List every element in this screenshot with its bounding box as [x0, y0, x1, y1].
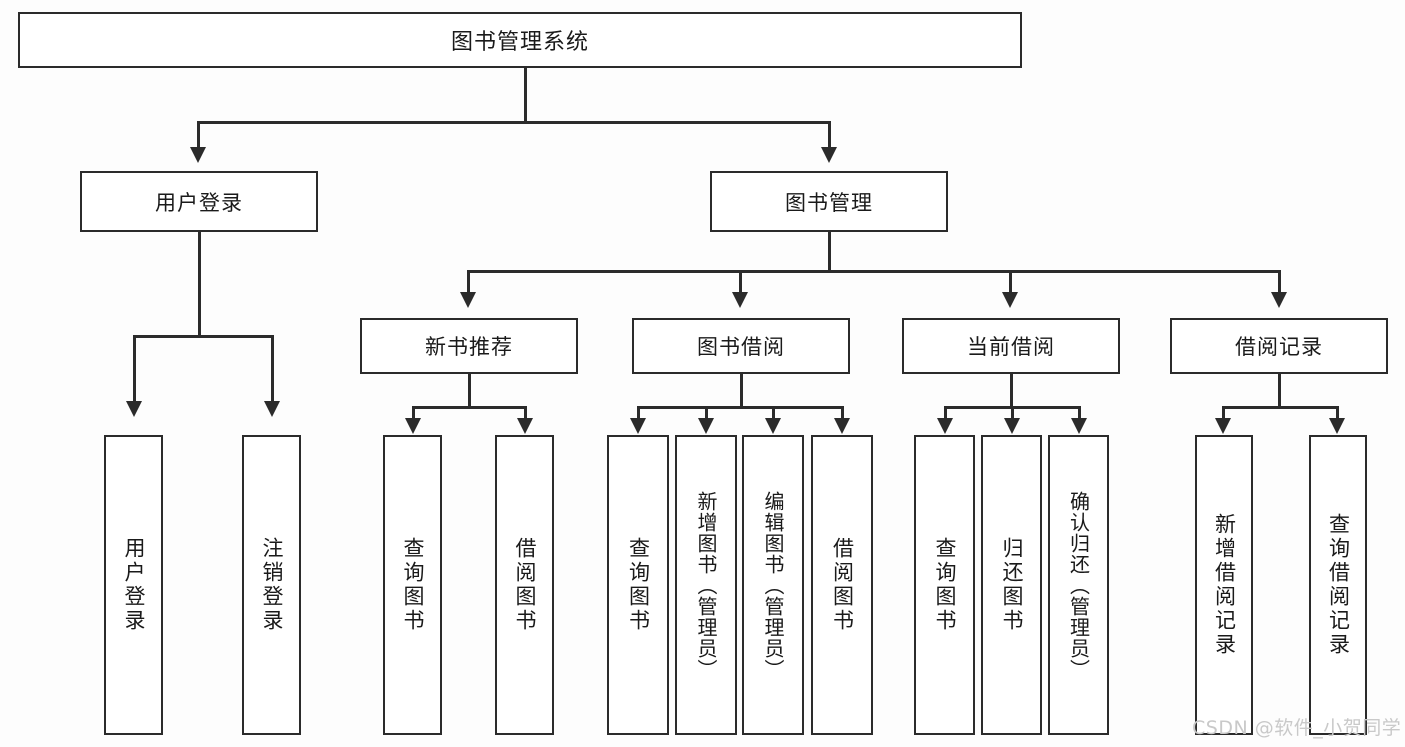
- node-label: 借阅记录: [1235, 335, 1323, 359]
- connector-borrowrecord-stem: [1278, 374, 1281, 408]
- node-label: 图书管理: [785, 190, 873, 215]
- arrow-currentborrow-to-leaf-2: [1004, 418, 1020, 434]
- connector-currentborrow-to-leaf-1: [944, 406, 947, 420]
- leaf-book-borrow-4[interactable]: 借阅图书: [811, 435, 873, 735]
- connector-newbook-stem: [468, 374, 471, 408]
- leaf-borrow-record-2[interactable]: 查询借阅记录: [1309, 435, 1367, 735]
- connector-root-bar: [197, 121, 829, 124]
- connector-root-stem: [524, 68, 527, 122]
- connector-newbook-to-leaf-2: [524, 406, 527, 420]
- arrow-bookborrow-to-leaf-1: [630, 418, 646, 434]
- arrow-currentborrow-to-leaf-3: [1071, 418, 1087, 434]
- node-user-login[interactable]: 用户登录: [80, 171, 318, 232]
- arrow-root-to-login: [190, 147, 206, 163]
- csdn-watermark: CSDN @软件_小贺同学: [1192, 717, 1402, 739]
- connector-bookborrow-to-leaf-3: [772, 406, 775, 420]
- arrow-borrowrecord-to-leaf-2: [1329, 418, 1345, 434]
- arrow-newbook-to-leaf-2: [517, 418, 533, 434]
- node-label: 图书管理系统: [450, 30, 589, 55]
- connector-newbook-bar: [412, 406, 526, 409]
- arrow-login-to-leaf-1: [126, 401, 142, 417]
- node-label: 新增图书（管理员）: [694, 490, 718, 680]
- connector-currentborrow-stem: [1010, 374, 1013, 408]
- leaf-book-borrow-3[interactable]: 编辑图书（管理员）: [742, 435, 804, 735]
- node-book-borrow[interactable]: 图书借阅: [632, 318, 850, 374]
- connector-bookborrow-stem: [740, 374, 743, 408]
- leaf-current-borrow-1[interactable]: 查询图书: [914, 435, 975, 735]
- node-label: 新书推荐: [425, 335, 513, 359]
- leaf-new-book-1[interactable]: 查询图书: [383, 435, 442, 735]
- leaf-book-borrow-2[interactable]: 新增图书（管理员）: [675, 435, 737, 735]
- connector-bookmgmt-to-l3-4: [1278, 270, 1281, 294]
- connector-bookborrow-to-leaf-4: [841, 406, 844, 420]
- node-label: 确认归还（管理员）: [1066, 490, 1091, 680]
- leaf-new-book-2[interactable]: 借阅图书: [495, 435, 554, 735]
- connector-currentborrow-to-leaf-3: [1078, 406, 1081, 420]
- arrow-bookmgmt-to-l3-3: [1002, 292, 1018, 308]
- leaf-borrow-record-1[interactable]: 新增借阅记录: [1195, 435, 1253, 735]
- connector-bookmgmt-to-l3-3: [1009, 270, 1012, 294]
- connector-newbook-to-leaf-1: [412, 406, 415, 420]
- connector-login-bar: [133, 335, 272, 338]
- node-label: 借阅图书: [830, 537, 855, 633]
- arrow-root-to-bookmgmt: [821, 147, 837, 163]
- node-label: 用户登录: [155, 190, 243, 215]
- connector-login-to-leaf-2: [271, 335, 274, 403]
- connector-borrowrecord-to-leaf-2: [1336, 406, 1339, 420]
- arrow-bookmgmt-to-l3-1: [460, 292, 476, 308]
- node-label: 归还图书: [1000, 537, 1024, 633]
- arrow-borrowrecord-to-leaf-1: [1215, 418, 1231, 434]
- node-label: 当前借阅: [967, 335, 1055, 359]
- connector-bookmgmt-stem: [828, 232, 831, 272]
- node-current-borrow[interactable]: 当前借阅: [902, 318, 1120, 374]
- node-label: 用户登录: [122, 537, 146, 633]
- node-new-book-recommend[interactable]: 新书推荐: [360, 318, 578, 374]
- arrow-bookmgmt-to-l3-2: [732, 292, 748, 308]
- connector-borrowrecord-to-leaf-1: [1222, 406, 1225, 420]
- node-borrow-record[interactable]: 借阅记录: [1170, 318, 1388, 374]
- connector-bookborrow-to-leaf-1: [637, 406, 640, 420]
- leaf-book-borrow-1[interactable]: 查询图书: [607, 435, 669, 735]
- leaf-user-login-1[interactable]: 用户登录: [104, 435, 163, 735]
- node-book-management[interactable]: 图书管理: [710, 171, 948, 232]
- connector-currentborrow-to-leaf-2: [1011, 406, 1014, 420]
- leaf-current-borrow-3[interactable]: 确认归还（管理员）: [1048, 435, 1109, 735]
- node-label: 编辑图书（管理员）: [761, 490, 785, 680]
- arrow-bookborrow-to-leaf-4: [834, 418, 850, 434]
- arrow-bookmgmt-to-l3-4: [1271, 292, 1287, 308]
- node-label: 查询图书: [401, 537, 425, 633]
- connector-bookborrow-to-leaf-2: [705, 406, 708, 420]
- connector-root-to-bookmgmt: [828, 121, 831, 149]
- leaf-current-borrow-2[interactable]: 归还图书: [981, 435, 1042, 735]
- connector-borrowrecord-bar: [1222, 406, 1338, 409]
- node-label: 注销登录: [260, 537, 284, 633]
- connector-bookmgmt-to-l3-2: [739, 270, 742, 294]
- leaf-user-login-2[interactable]: 注销登录: [242, 435, 301, 735]
- arrow-currentborrow-to-leaf-1: [937, 418, 953, 434]
- connector-login-stem: [198, 232, 201, 337]
- node-label: 查询图书: [626, 537, 651, 633]
- arrow-newbook-to-leaf-1: [405, 418, 421, 434]
- arrow-bookborrow-to-leaf-3: [765, 418, 781, 434]
- connector-bookborrow-bar: [637, 406, 844, 409]
- connector-bookmgmt-to-l3-1: [467, 270, 470, 294]
- node-label: 查询图书: [933, 537, 957, 633]
- node-label: 新增借阅记录: [1212, 513, 1237, 657]
- arrow-bookborrow-to-leaf-2: [698, 418, 714, 434]
- arrow-login-to-leaf-2: [264, 401, 280, 417]
- node-root-system[interactable]: 图书管理系统: [18, 12, 1022, 68]
- connector-root-to-login: [197, 121, 200, 149]
- node-label: 图书借阅: [697, 335, 785, 359]
- node-label: 查询借阅记录: [1326, 513, 1351, 657]
- node-label: 借阅图书: [513, 537, 537, 633]
- connector-login-to-leaf-1: [133, 335, 136, 403]
- connector-bookmgmt-bar: [467, 270, 1281, 273]
